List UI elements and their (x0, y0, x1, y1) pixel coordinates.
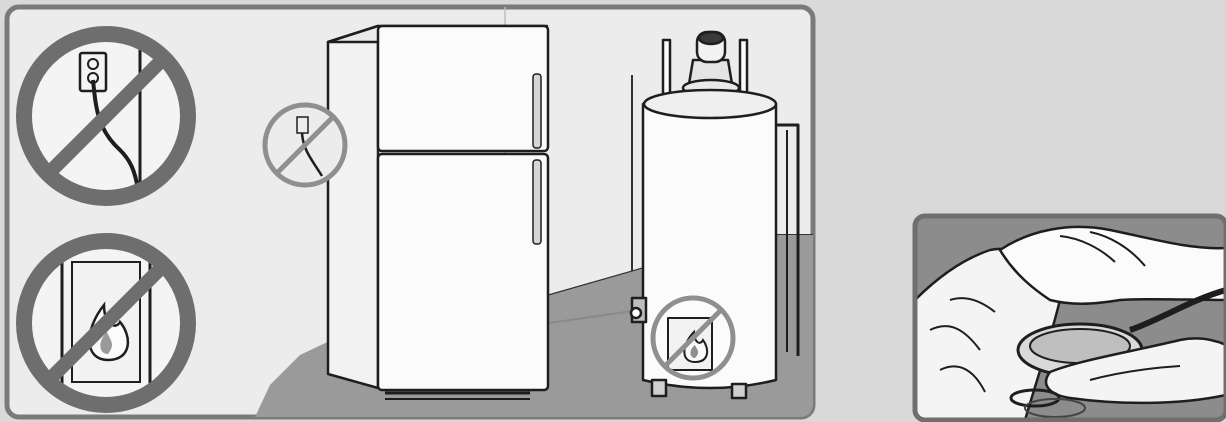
refrigerator-illustration (326, 24, 550, 400)
small-no-plug-prohibition-icon (262, 102, 348, 188)
no-flame-prohibition-icon (16, 233, 196, 413)
no-plug-prohibition-icon (16, 26, 196, 206)
hand-with-cloth-and-pan-illustration (915, 225, 1226, 420)
cleaning-scene-panel (912, 213, 1226, 422)
appliances-scene-panel (4, 4, 816, 420)
small-no-flame-prohibition-icon (650, 295, 736, 381)
water-heater-illustration (629, 30, 800, 400)
